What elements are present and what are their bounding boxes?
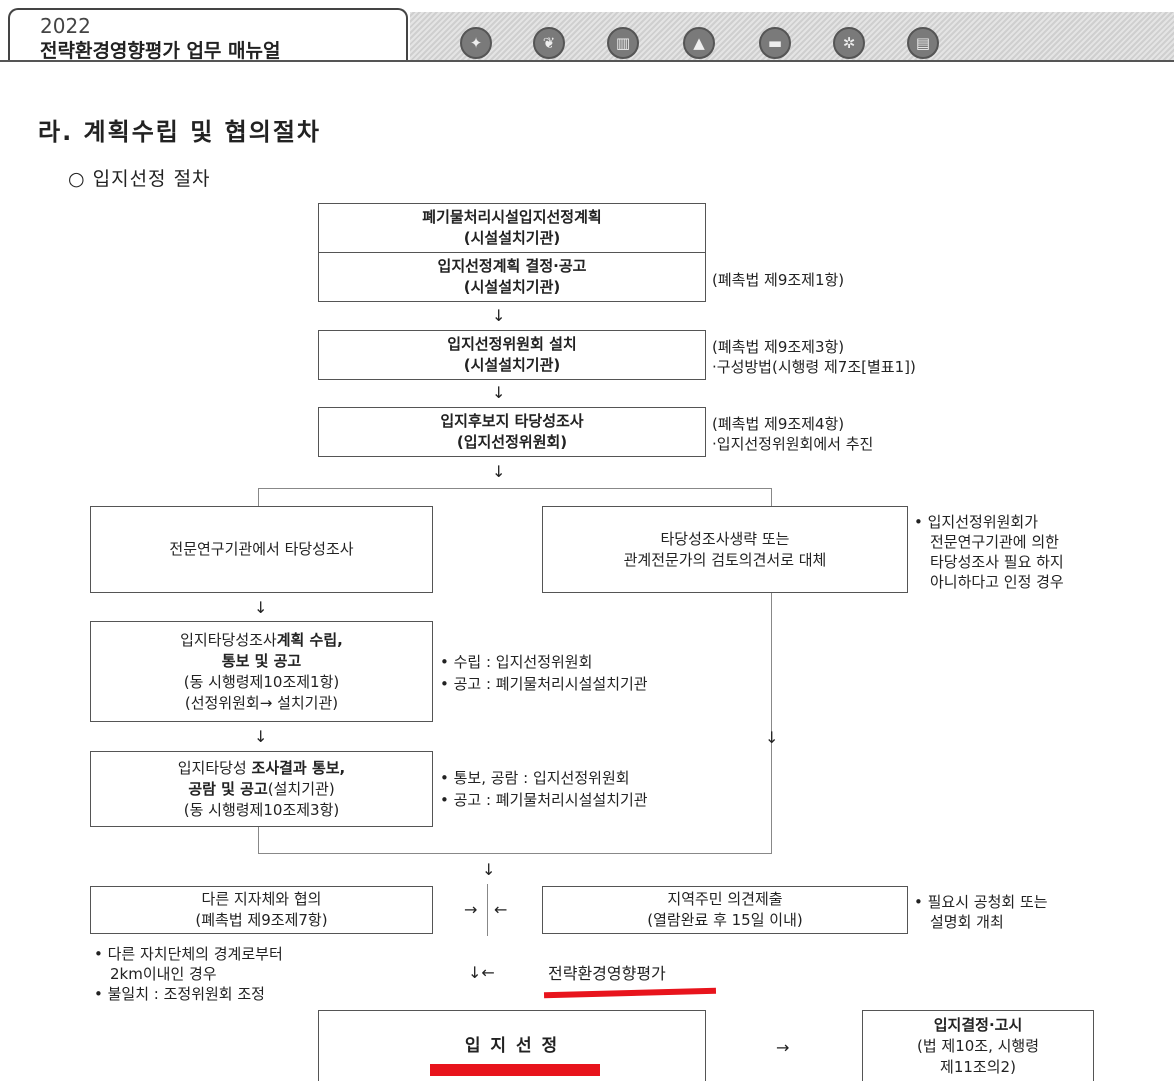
header-band <box>410 12 1174 60</box>
survey-plan-line4: (선정위원회→ 설치기관) <box>184 693 339 712</box>
car-icon: ▬ <box>759 27 791 59</box>
survey-plan-note-2: • 공고 : 폐기물처리시설설치기관 <box>440 675 648 693</box>
survey-skip-note-2: 전문연구기관에 의한 <box>930 533 1059 551</box>
consult-note-2: 2km이내인 경우 <box>110 965 217 983</box>
arrow-down-2: ↓ <box>492 383 506 402</box>
survey-result-line2b: (설치기관) <box>267 779 335 798</box>
plan-agency: (시설설치기관) <box>463 229 561 247</box>
survey-result-line1a: 입지타당성 <box>177 758 247 777</box>
municipality-consult-box: 다른 지자체와 협의 (폐촉법 제9조제7항) <box>90 886 433 934</box>
consult-note-3: • 불일치 : 조정위원회 조정 <box>94 985 265 1003</box>
gear-icon: ✲ <box>833 27 865 59</box>
municipality-consult-line1: 다른 지자체와 협의 <box>201 890 322 908</box>
section-title: 라. 계획수립 및 협의절차 <box>38 118 321 146</box>
survey-skip-note-3: 타당성조사 필요 하지 <box>930 553 1064 571</box>
mountain-icon: ▲ <box>683 27 715 59</box>
survey-skip-line1: 타당성조사생략 또는 <box>660 529 790 548</box>
arrow-down-4: ↓ <box>254 598 268 617</box>
arrow-down-1: ↓ <box>492 306 506 325</box>
right-branch-line <box>771 593 772 853</box>
merge-line-bottom <box>258 853 772 854</box>
survey-result-note-2: • 공고 : 폐기물처리시설설치기관 <box>440 791 648 809</box>
plan-box: 폐기물처리시설입지선정계획 (시설설치기관) <box>318 203 706 253</box>
plan-decision-title: 입지선정계획 결정·공고 <box>437 257 587 275</box>
arrow-in-right: ← <box>494 900 508 919</box>
committee-law: (폐촉법 제9조제3항) <box>712 338 845 356</box>
arrow-down-3: ↓ <box>492 462 506 481</box>
branch-line-right <box>771 488 772 506</box>
survey-plan-line3: (동 시행령제10조제1항) <box>183 672 340 691</box>
resident-opinion-box: 지역주민 의견제출 (열람완료 후 15일 이내) <box>542 886 908 934</box>
header-divider <box>0 60 1174 62</box>
candidate-survey-law: (폐촉법 제9조제4항) <box>712 415 845 433</box>
strategic-highlight <box>543 987 717 999</box>
expert-survey-text: 전문연구기관에서 타당성조사 <box>169 540 354 558</box>
resident-opinion-note-1: • 필요시 공청회 또는 <box>914 893 1048 911</box>
consult-note-1: • 다른 자치단체의 경계로부터 <box>94 945 283 963</box>
committee-box: 입지선정위원회 설치 (시설설치기관) <box>318 330 706 380</box>
branch-line-left <box>258 488 259 506</box>
survey-result-line2a: 공람 및 공고 <box>188 779 268 798</box>
survey-plan-note-1: • 수립 : 입지선정위원회 <box>440 653 593 671</box>
building-icon: ▥ <box>607 27 639 59</box>
resident-opinion-line1: 지역주민 의견제출 <box>667 890 783 908</box>
survey-plan-line1b: 계획 수립, <box>276 630 343 649</box>
lightbulb-icon: ✦ <box>460 27 492 59</box>
notice-box: 입지결정·고시 (법 제10조, 시행령 제11조의2) <box>862 1010 1094 1081</box>
expert-survey-box: 전문연구기관에서 타당성조사 <box>90 506 433 593</box>
survey-skip-box: 타당성조사생략 또는 관계전문가의 검토의견서로 대체 <box>542 506 908 593</box>
leaf-icon: ❦ <box>533 27 565 59</box>
committee-title: 입지선정위원회 설치 <box>447 335 577 353</box>
branch-line-top <box>258 488 772 489</box>
committee-agency: (시설설치기관) <box>463 356 561 374</box>
notice-line2: (법 제10조, 시행령 <box>916 1036 1040 1055</box>
survey-skip-note-1: • 입지선정위원회가 <box>914 513 1039 531</box>
survey-skip-line2: 관계전문가의 검토의견서로 대체 <box>623 550 827 569</box>
strategic-eia-label: 전략환경영향평가 <box>548 964 666 983</box>
candidate-survey-box: 입지후보지 타당성조사 (입지선정위원회) <box>318 407 706 457</box>
committee-method: ·구성방법(시행령 제7조[별표1]) <box>712 358 916 376</box>
survey-result-box: 입지타당성 조사결과 통보, 공람 및 공고(설치기관) (동 시행령제10조제… <box>90 751 433 827</box>
survey-plan-line2: 통보 및 공고 <box>221 651 302 670</box>
arrow-down-right: ↓ <box>765 728 779 747</box>
header-year: 2022 <box>40 14 91 38</box>
section-subtitle: ○ 입지선정 절차 <box>68 168 211 190</box>
plan-decision-agency: (시설설치기관) <box>463 278 561 296</box>
survey-plan-line1a: 입지타당성조사 <box>180 630 277 649</box>
candidate-survey-title: 입지후보지 타당성조사 <box>440 412 584 430</box>
municipality-consult-line2: (폐촉법 제9조제7항) <box>195 911 328 929</box>
arrow-right-final: → <box>776 1038 790 1057</box>
survey-skip-note-4: 아니하다고 인정 경우 <box>930 573 1064 591</box>
site-selection-text: 입 지 선 정 <box>464 1035 560 1056</box>
survey-result-line1b: 조사결과 통보, <box>251 758 346 777</box>
plan-decision-law: (폐촉법 제9조제1항) <box>712 271 845 289</box>
resident-opinion-note-2: 설명회 개최 <box>930 913 1004 931</box>
notice-line1: 입지결정·고시 <box>933 1015 1023 1034</box>
survey-result-note-1: • 통보, 공람 : 입지선정위원회 <box>440 769 630 787</box>
candidate-survey-agency: (입지선정위원회) <box>456 433 568 451</box>
survey-plan-box: 입지타당성조사계획 수립, 통보 및 공고 (동 시행령제10조제1항) (선정… <box>90 621 433 722</box>
arrow-down-5: ↓ <box>254 727 268 746</box>
arrow-strategic: ↓← <box>468 963 495 982</box>
arrow-down-6: ↓ <box>482 860 496 879</box>
merge-line-left <box>258 827 259 853</box>
site-selection-highlight <box>430 1064 600 1076</box>
plan-title: 폐기물처리시설입지선정계획 <box>422 208 602 226</box>
arrow-in-left: → <box>464 900 478 919</box>
center-divider <box>487 884 488 936</box>
resident-opinion-line2: (열람완료 후 15일 이내) <box>647 911 803 929</box>
candidate-survey-note: ·입지선정위원회에서 추진 <box>712 435 874 453</box>
plan-decision-box: 입지선정계획 결정·공고 (시설설치기관) <box>318 252 706 302</box>
header-title: 전략환경영향평가 업무 매뉴얼 <box>40 40 281 62</box>
notice-line3: 제11조의2) <box>940 1057 1016 1076</box>
document-icon: ▤ <box>907 27 939 59</box>
header-tab <box>8 8 408 60</box>
survey-result-line3: (동 시행령제10조제3항) <box>183 800 340 819</box>
